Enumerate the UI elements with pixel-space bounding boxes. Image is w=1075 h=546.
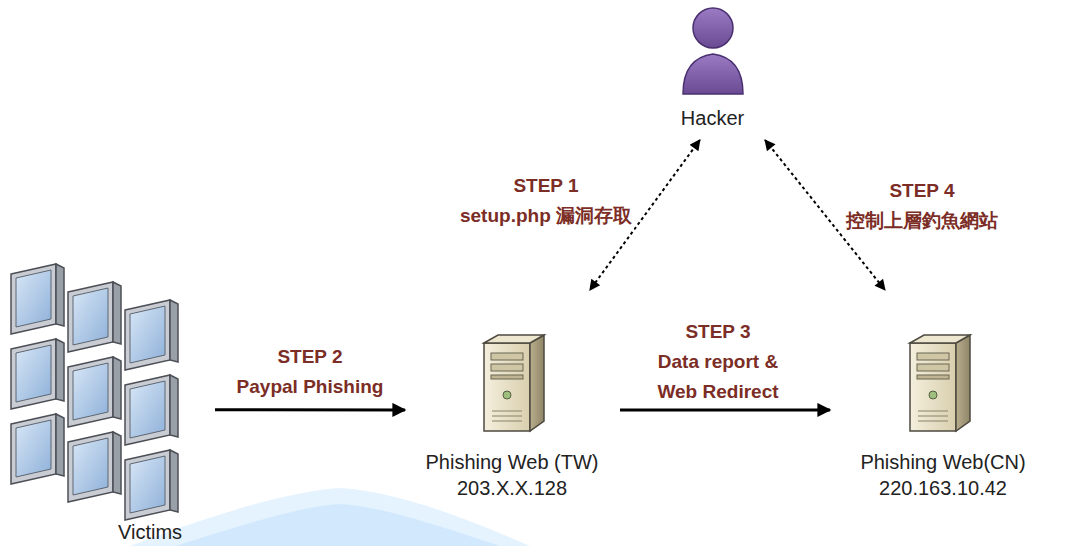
server-node: Phishing Web (TW) 203.X.X.128: [405, 290, 620, 500]
flow-arrow: [215, 408, 405, 411]
step-label: STEP 4 控制上層釣魚網站: [844, 176, 1000, 236]
flow-arrow: [620, 408, 830, 411]
node-title: Victims: [118, 521, 182, 543]
node-title: Phishing Web (TW): [425, 451, 598, 473]
step-label: STEP 3 Data report & Web Redirect: [655, 317, 780, 407]
step-label: STEP 2 Paypal Phishing: [235, 342, 386, 402]
node-address: 220.163.10.42: [879, 477, 1007, 499]
server-node: Phishing Web(CN) 220.163.10.42: [830, 290, 1070, 500]
node-title: Phishing Web(CN): [860, 451, 1025, 473]
node-title: Hacker: [681, 107, 744, 129]
victims-group: Victims: [0, 255, 215, 545]
hacker-icon: Hacker: [655, 0, 770, 140]
node-address: 203.X.X.128: [457, 477, 567, 499]
step-label: STEP 1 setup.php 漏洞存取: [458, 171, 634, 231]
